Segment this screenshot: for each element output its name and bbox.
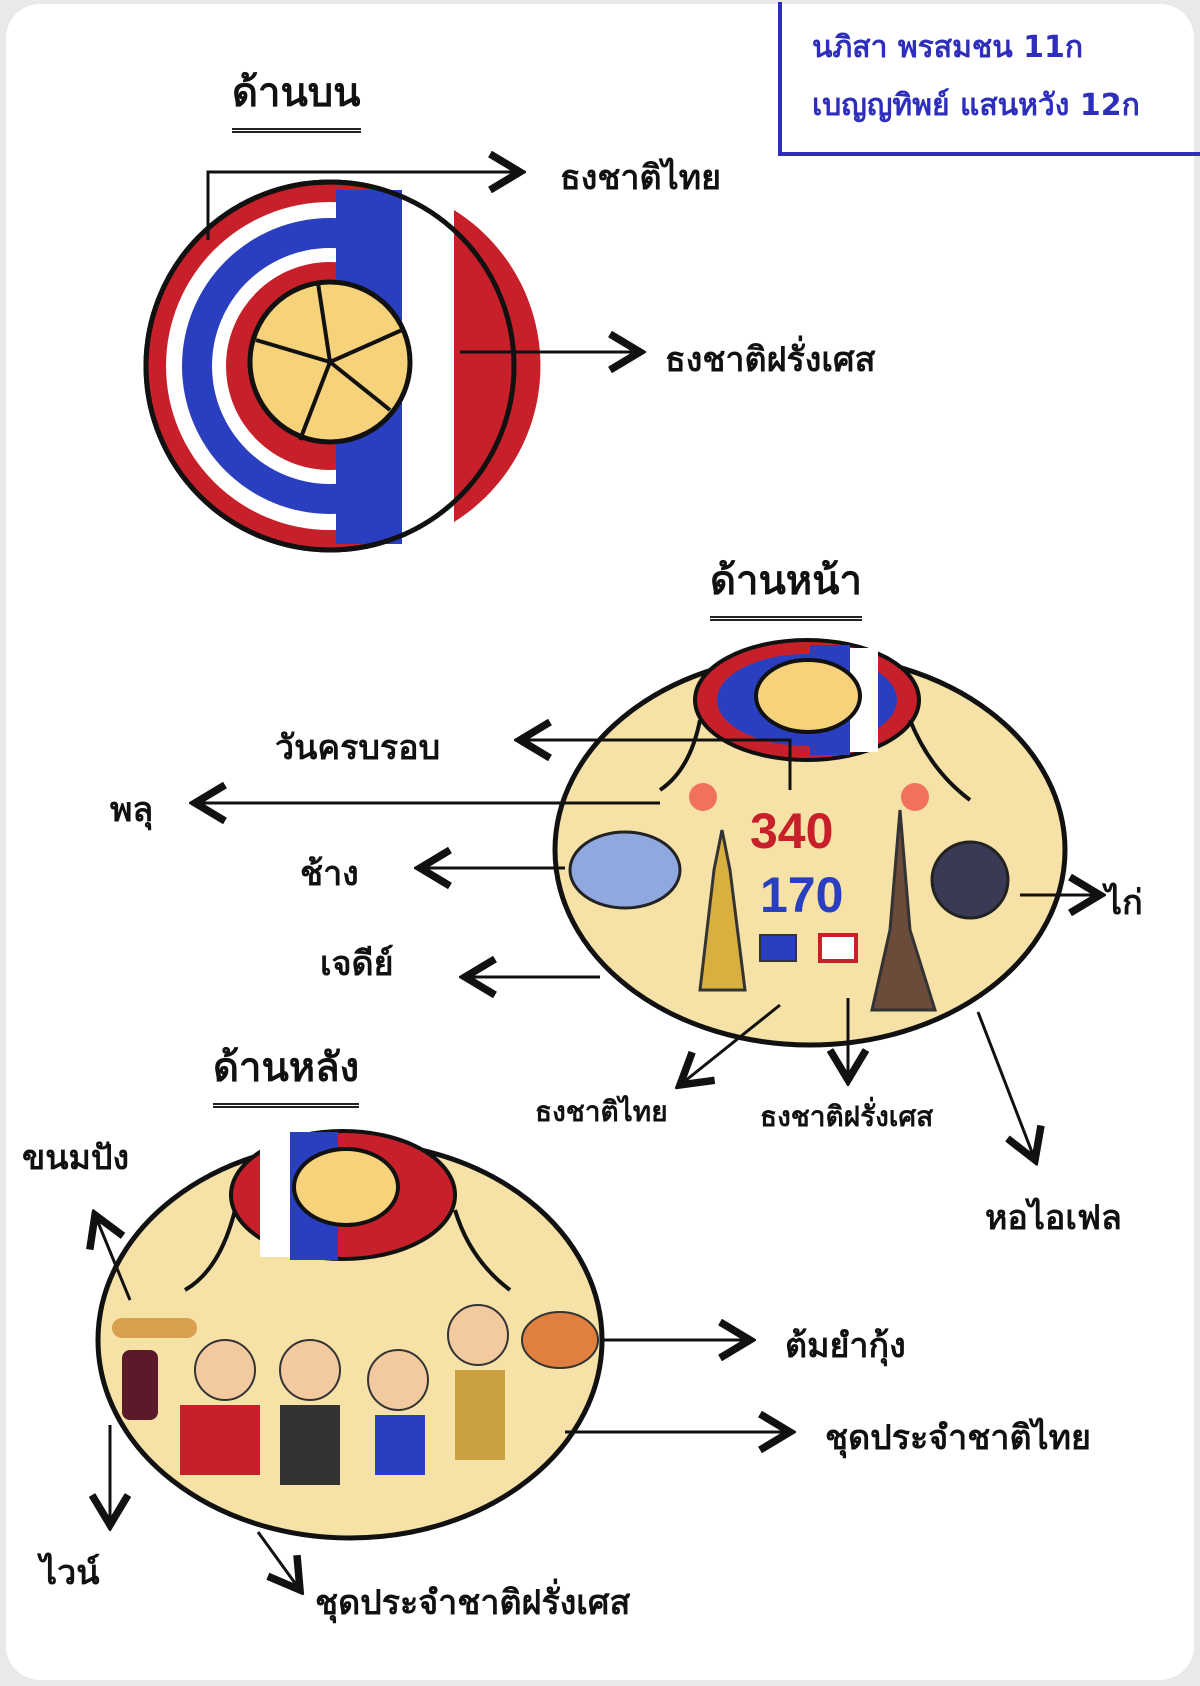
thai-girl-icon [447,1304,509,1366]
label-pagoda: เจดีย์ [320,944,394,984]
author-1: นภิสา พรสมชน 11ก [812,30,1084,65]
label-french-flag-top: ธงชาติฝรั่งเศส [665,340,876,380]
french-woman-icon [194,1339,256,1401]
french-dress-icon [180,1405,260,1475]
label-eiffel-tower: หอไอเฟล [985,1198,1122,1238]
rooster-icon [930,840,1010,920]
label-bread: ขนมปัง [22,1138,130,1178]
french-flag-icon [818,933,858,963]
french-man-icon [279,1339,341,1401]
thai-flag-icon [759,934,797,962]
front-view-title: ด้านหน้า [710,548,862,621]
number-170: 170 [760,867,843,923]
back-view-title: ด้านหลัง [213,1035,360,1108]
elephant-icon [568,830,682,910]
pagoda-icon [698,829,747,992]
label-thai-flag-top: ธงชาติไทย [560,158,722,198]
top-view-hat [143,179,541,553]
bread-icon [112,1318,197,1338]
label-fireworks: พลุ [110,790,154,830]
tom-yum-icon [521,1311,599,1369]
label-rooster: ไก่ [1105,883,1143,923]
back-view-hat [95,1129,605,1541]
label-wine: ไวน์ [40,1553,100,1593]
label-elephant: ช้าง [300,854,359,894]
firework-icon [901,783,929,811]
number-340: 340 [750,803,833,859]
author-2: เบญญทิพย์ แสนหวัง 12ก [812,88,1140,123]
label-thai-costume: ชุดประจำชาติไทย [825,1418,1091,1458]
front-view-hat: 340 170 [552,638,1068,1048]
top-view-title: ด้านบน [232,60,361,133]
eiffel-tower-icon [870,809,938,1012]
thai-boy-icon [367,1349,429,1411]
wine-icon [122,1350,158,1420]
label-french-flag-front: ธงชาติฝรั่งเศส [760,1100,934,1133]
firework-icon [689,783,717,811]
label-french-costume: ชุดประจำชาติฝรั่งเศส [315,1583,631,1623]
label-thai-flag-front: ธงชาติไทย [535,1095,668,1128]
label-tom-yum: ต้มยำกุ้ง [785,1326,906,1366]
authors-box: นภิสา พรสมชน 11ก เบญญทิพย์ แสนหวัง 12ก [778,2,1200,156]
label-anniversary: วันครบรอบ [275,728,441,768]
